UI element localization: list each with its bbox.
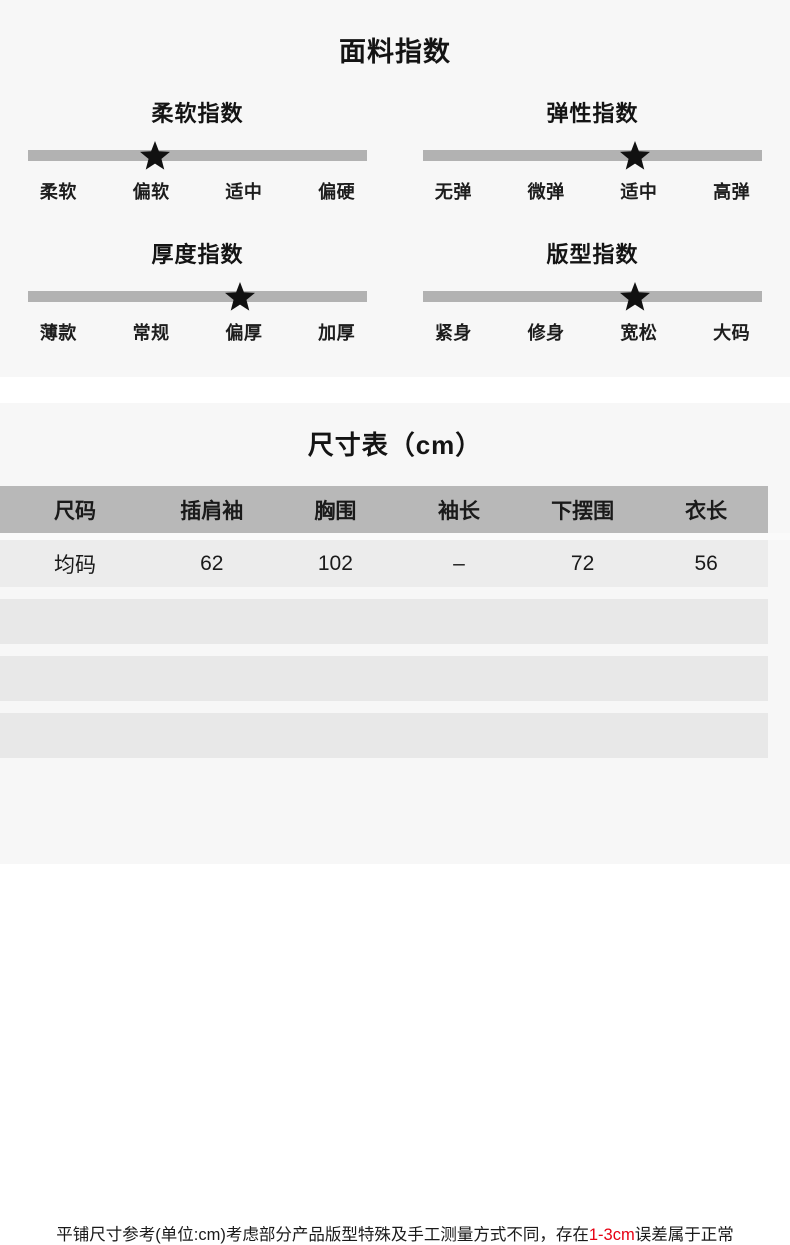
fabric-index-elasticity: 弹性指数 无弹 微弹 适中 高弹 bbox=[395, 96, 790, 204]
elasticity-label-1: 微弹 bbox=[527, 182, 565, 202]
softness-scale-labels: 柔软 偏软 适中 偏硬 bbox=[12, 178, 383, 204]
column-header-length: 衣长 bbox=[685, 499, 728, 523]
fit-label-2: 宽松 bbox=[620, 323, 658, 343]
fit-label-0: 紧身 bbox=[434, 323, 472, 343]
elasticity-label-3: 高弹 bbox=[713, 182, 751, 202]
table-row-empty bbox=[0, 713, 768, 758]
cell-hem: 72 bbox=[570, 551, 595, 575]
softness-label-0: 柔软 bbox=[39, 182, 77, 202]
size-table: 尺码 插肩袖 胸围 袖长 下摆围 衣长 均码 62 102 – 72 56 bbox=[0, 486, 790, 770]
thickness-track bbox=[28, 291, 367, 302]
softness-scale-bar bbox=[28, 141, 367, 170]
elasticity-scale-bar bbox=[423, 141, 762, 170]
cell-size: 均码 bbox=[54, 553, 96, 577]
fabric-index-section: 面料指数 柔软指数 柔软 偏软 bbox=[0, 0, 790, 377]
fabric-index-thickness: 厚度指数 薄款 常规 偏厚 加厚 bbox=[0, 237, 395, 345]
softness-label-2: 适中 bbox=[225, 182, 263, 202]
table-header-row: 尺码 插肩袖 胸围 袖长 下摆围 衣长 bbox=[0, 486, 768, 533]
cell-bust: 102 bbox=[317, 551, 353, 575]
table-row-gap bbox=[0, 587, 768, 599]
softness-label-1: 偏软 bbox=[132, 182, 170, 202]
softness-track bbox=[28, 150, 367, 161]
fit-label-3: 大码 bbox=[713, 323, 751, 343]
fit-scale-labels: 紧身 修身 宽松 大码 bbox=[407, 319, 778, 345]
table-header-gap bbox=[0, 533, 790, 540]
table-row-gap bbox=[0, 644, 768, 656]
index-name-thickness: 厚度指数 bbox=[151, 242, 244, 267]
disclaimer-tolerance-value: 1-3cm bbox=[588, 1226, 635, 1244]
measurement-disclaimer: 平铺尺寸参考(单位:cm)考虑部分产品版型特殊及手工测量方式不同，存在1-3cm… bbox=[0, 1221, 790, 1245]
table-row-gap bbox=[0, 758, 768, 770]
thickness-label-1: 常规 bbox=[132, 323, 170, 343]
thickness-label-0: 薄款 bbox=[39, 323, 77, 343]
fit-scale-bar bbox=[423, 282, 762, 311]
softness-label-3: 偏硬 bbox=[318, 182, 356, 202]
fabric-index-row-1: 柔软指数 柔软 偏软 适中 偏硬 bbox=[0, 96, 790, 204]
fit-star-marker bbox=[619, 282, 650, 311]
disclaimer-text-before: 平铺尺寸参考(单位:cm)考虑部分产品版型特殊及手工测量方式不同，存在 bbox=[56, 1226, 589, 1244]
fabric-index-fit: 版型指数 紧身 修身 宽松 大码 bbox=[395, 237, 790, 345]
fabric-index-softness: 柔软指数 柔软 偏软 适中 偏硬 bbox=[0, 96, 395, 204]
column-header-hem: 下摆围 bbox=[551, 499, 615, 523]
column-header-bust: 胸围 bbox=[314, 499, 357, 523]
index-name-fit: 版型指数 bbox=[546, 242, 639, 267]
table-row-empty bbox=[0, 656, 768, 701]
column-header-raglan: 插肩袖 bbox=[180, 499, 244, 523]
size-table-section: 尺寸表（cm） 尺码 插肩袖 胸围 袖长 下摆围 衣长 均码 62 102 – … bbox=[0, 403, 790, 1244]
table-row-gap bbox=[0, 701, 768, 713]
index-name-softness: 柔软指数 bbox=[151, 101, 244, 126]
softness-star-marker bbox=[140, 141, 171, 170]
fit-label-1: 修身 bbox=[527, 323, 565, 343]
fabric-index-title: 面料指数 bbox=[339, 37, 451, 67]
table-row-empty bbox=[0, 599, 768, 644]
thickness-scale-labels: 薄款 常规 偏厚 加厚 bbox=[12, 319, 383, 345]
elasticity-star-marker bbox=[619, 141, 650, 170]
column-header-size: 尺码 bbox=[54, 499, 96, 523]
cell-sleeve: – bbox=[453, 551, 465, 575]
table-row: 均码 62 102 – 72 56 bbox=[0, 540, 768, 587]
thickness-star-marker bbox=[224, 282, 255, 311]
thickness-scale-bar bbox=[28, 282, 367, 311]
cell-length: 56 bbox=[694, 551, 718, 575]
thickness-label-3: 加厚 bbox=[318, 323, 356, 343]
fabric-index-grid: 柔软指数 柔软 偏软 适中 偏硬 bbox=[0, 96, 790, 345]
section-divider bbox=[0, 377, 790, 403]
fabric-index-row-2: 厚度指数 薄款 常规 偏厚 加厚 bbox=[0, 237, 790, 345]
elasticity-scale-labels: 无弹 微弹 适中 高弹 bbox=[407, 178, 778, 204]
disclaimer-text-after: 误差属于正常 bbox=[634, 1226, 734, 1244]
fit-track bbox=[423, 291, 762, 302]
elasticity-label-0: 无弹 bbox=[434, 182, 472, 202]
thickness-label-2: 偏厚 bbox=[225, 323, 263, 343]
column-header-sleeve: 袖长 bbox=[437, 499, 480, 523]
elasticity-track bbox=[423, 150, 762, 161]
cell-raglan: 62 bbox=[200, 551, 224, 575]
elasticity-label-2: 适中 bbox=[620, 182, 658, 202]
index-name-elasticity: 弹性指数 bbox=[546, 101, 639, 126]
size-table-title: 尺寸表（cm） bbox=[307, 430, 483, 460]
